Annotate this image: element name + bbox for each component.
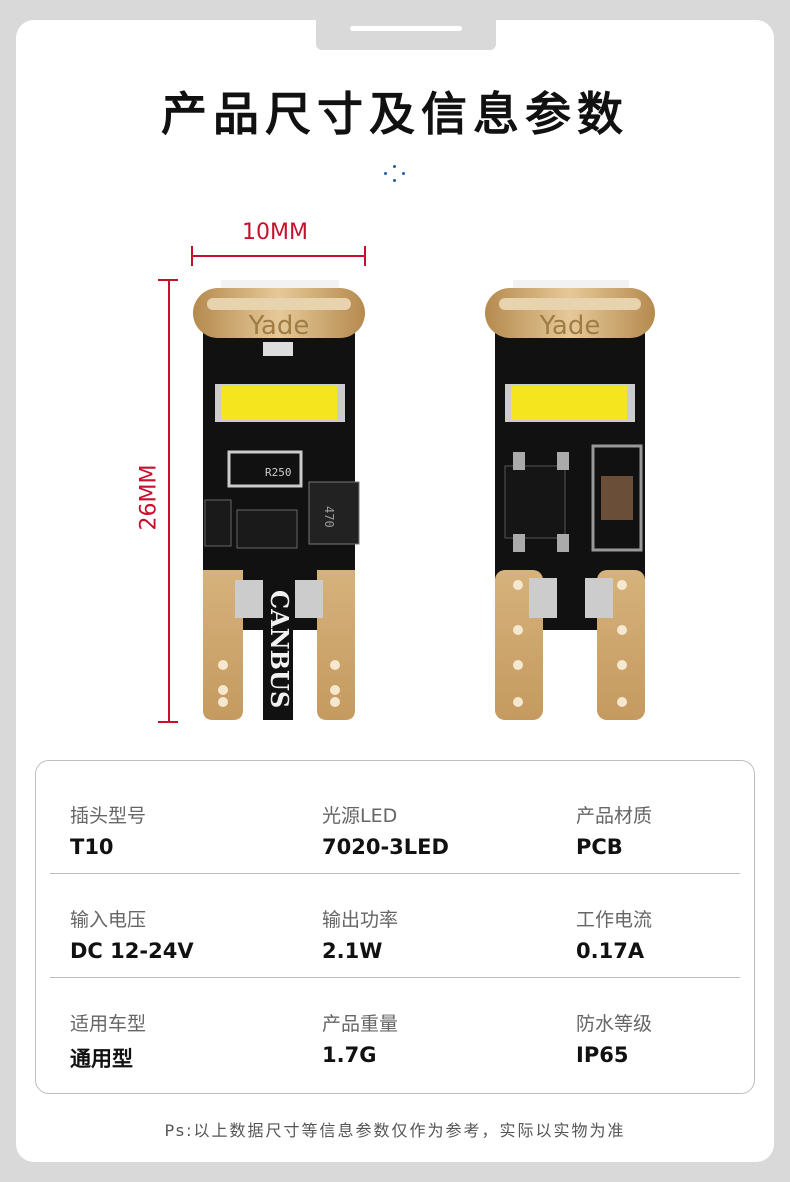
row-divider <box>50 977 740 978</box>
decorative-dots <box>380 165 410 183</box>
width-dimension-line <box>193 255 365 257</box>
spec-cell-vehicle: 适用车型通用型 <box>70 1013 147 1071</box>
bulb-back: Yade <box>485 280 655 720</box>
row-divider <box>50 873 740 874</box>
height-dimension-label: 26MM <box>136 464 162 531</box>
width-tick-left <box>191 246 193 266</box>
disclaimer-note: Ps:以上数据尺寸等信息参数仅作为参考，实际以实物为准 <box>164 1121 626 1140</box>
top-notch <box>316 20 496 50</box>
canbus-label: CANBUS <box>265 590 294 708</box>
bulb-front: Yade R250 470 CANBUS <box>193 280 365 720</box>
inductor-code: 470 <box>322 506 336 528</box>
width-tick-right <box>364 246 366 266</box>
bulb-illustrations: Yade R250 470 CANBUS Yade <box>193 280 655 720</box>
height-tick-top <box>158 279 178 281</box>
resistor-code: R250 <box>265 466 292 479</box>
height-tick-bottom <box>158 721 178 723</box>
width-dimension-label: 10MM <box>242 220 308 245</box>
brand-logo-front: Yade <box>248 311 310 341</box>
brand-logo-back: Yade <box>539 311 601 341</box>
page-title: 产品尺寸及信息参数 <box>161 87 629 141</box>
height-dimension-line <box>168 280 170 722</box>
notch-bar <box>350 26 462 31</box>
